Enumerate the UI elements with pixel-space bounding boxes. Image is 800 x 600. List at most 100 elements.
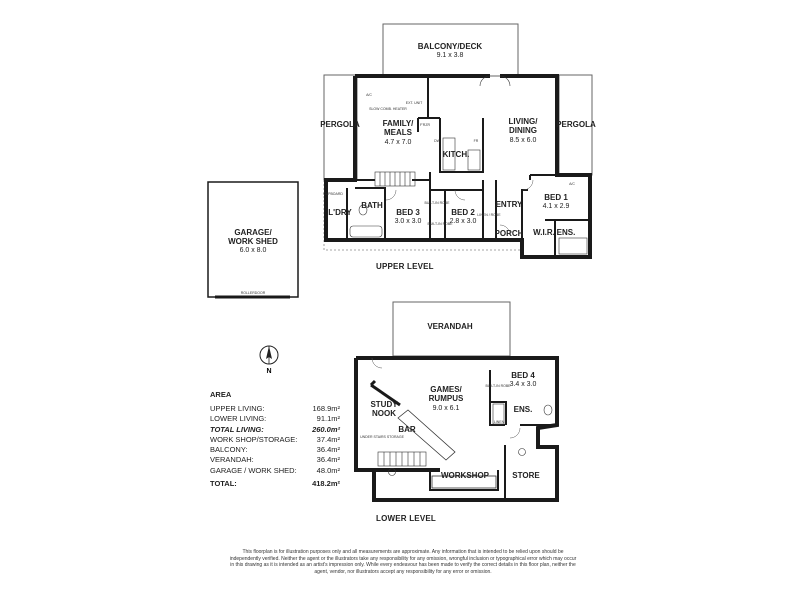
area-row-value: 48.0m² [316,465,340,475]
area-row-label: UPPER LIVING: [210,404,265,413]
area-row: WORK SHOP/STORAGE: 37.4m² [210,435,340,445]
upper-walls [324,74,592,259]
upper-site-line [323,180,520,251]
area-row: UPPER LIVING: 168.9m² [210,404,340,414]
area-row-value: 168.9m² [312,404,340,413]
area-row-value: 260.0m² [312,424,340,434]
room-name-porch: PORCH [495,229,524,238]
lower-door-swings [371,357,521,439]
garage-rollerdoor-label: ROLLERDOOR [241,291,266,295]
area-total-label: TOTAL: [210,479,237,489]
room-name-balcony-deck: BALCONY/DECK [418,42,483,51]
lower-interior-walls [429,370,557,500]
room-dims: 8.5 x 6.0 [510,137,537,144]
area-row-value: 36.4m² [316,455,340,465]
toilet-lower [543,404,553,416]
room-name-line2-nook: NOOK [372,409,396,418]
room-name-entry: ENTRY [496,200,523,209]
upper-stairs [374,171,416,187]
room-name-workshop: WORKSHOP [441,471,490,480]
room-name-ens: ENS. [514,405,533,414]
fixture-label-ext-unit: EXT. UNIT [406,101,423,105]
garage-name: GARAGE/ [234,228,272,237]
area-row-label: VERANDAH: [210,455,254,465]
small-fixture-labels: A/C SLOW COMB. HEATER EXT. UNIT F'RZR DW FR CU… [323,93,575,439]
fixture-label-linen-robe: LINEN / ROBE [477,213,501,217]
area-heading: AREA [210,390,232,399]
ensuite-lower-shower [492,403,505,425]
upper-interior-walls [346,76,590,257]
area-row-label: WORK SHOP/STORAGE: [210,434,298,444]
study-nook-desk [369,379,401,407]
area-row-label: LOWER LIVING: [210,414,267,424]
room-name-l-dry: L'DRY [328,208,352,217]
room-name-bar: BAR [398,425,416,434]
room-name-bath: BATH [361,201,383,210]
compass-letter: N [266,368,271,374]
hot-water-unit [388,468,396,476]
fixture-label-fr: FR [474,139,479,143]
fixture-label-a-c: A/C [366,93,372,97]
fixture-label-cupboard: CUPBOARD [323,192,343,196]
area-row-value: 37.4m² [316,434,340,444]
garage-name-line2: WORK SHED [228,237,278,246]
area-row-label: BALCONY: [210,445,248,455]
room-dims: 9.1 x 3.8 [437,52,464,59]
room-name-store: STORE [512,471,540,480]
room-dims: 4.7 x 7.0 [385,139,412,146]
workshop-bench [431,475,497,489]
balcony-sliding-door [479,75,511,87]
upper-door-swings [385,179,534,236]
area-row: TOTAL LIVING: 260.0m² [210,425,340,435]
room-dims: 3.0 x 3.0 [395,218,422,225]
fixture-label-dw: DW [434,139,441,143]
area-row-label: GARAGE / WORK SHED: [210,465,297,475]
area-row: BALCONY: 36.4m² [210,445,340,455]
room-name-bed-1: BED 1 [544,193,568,202]
fixture-label-under-stairs-storage: UNDER STAIRS STORAGE [360,435,404,439]
lower-stairs [377,451,427,467]
room-name-line2-meals: MEALS [384,128,413,137]
fixture-label-slow-comb-heater: SLOW COMB. HEATER [369,107,407,111]
area-row: GARAGE / WORK SHED: 48.0m² [210,466,340,476]
kitchen-bench [442,137,456,171]
upper-level-title: UPPER LEVEL [376,262,434,271]
room-name-bed-3: BED 3 [396,208,420,217]
room-name-pergola: PERGOLA [556,120,596,129]
room-dims: 4.1 x 2.9 [543,203,570,210]
room-dims: 9.0 x 6.1 [433,405,460,412]
area-total-row: TOTAL: 418.2m² [210,479,340,489]
room-name-bed-4: BED 4 [511,371,535,380]
garage-dims: 6.0 x 8.0 [240,247,267,254]
fixture-label-built-in-robe: BUILT-IN ROBE [424,201,450,205]
room-name-line2-dining: DINING [509,126,537,135]
area-row-value: 36.4m² [316,445,340,455]
room-name-verandah: VERANDAH [427,322,473,331]
area-row-value: 91.1m² [316,414,340,424]
fixture-label-f-rzr: F'RZR [420,123,430,127]
area-total-value: 418.2m² [312,479,340,489]
area-row: VERANDAH: 36.4m² [210,455,340,465]
compass: N [257,344,281,375]
fixture-label-linen: LINEN [494,420,505,424]
room-name-line2-rumpus: RUMPUS [429,394,464,403]
room-name-family: FAMILY/ [383,119,415,128]
disclaimer: This floorplan is for illustration purpo… [229,549,577,575]
room-name-living: LIVING/ [509,117,539,126]
fixture-label-a-c: A/C [569,182,575,186]
room-name-ens: ENS. [557,228,576,237]
room-name-bed-2: BED 2 [451,208,475,217]
bar-counter [397,409,456,461]
room-name-games: GAMES/ [430,385,462,394]
room-name-study: STUDY [370,400,398,409]
water-tank [518,448,526,456]
room-dims: 2.8 x 3.0 [450,218,477,225]
area-row-label: TOTAL LIVING: [210,424,264,434]
fixture-label-built-in-robe: BUILT-IN ROBE [427,222,453,226]
area-row: LOWER LIVING: 91.1m² [210,414,340,424]
room-name-kitch: KITCH. [443,150,470,159]
